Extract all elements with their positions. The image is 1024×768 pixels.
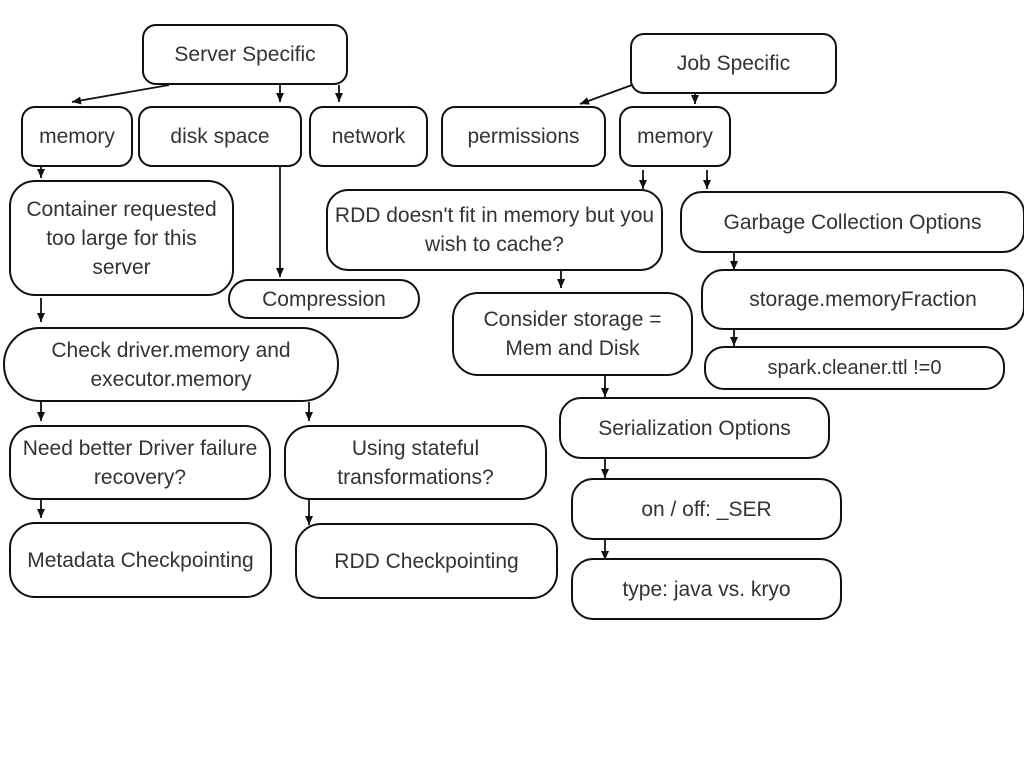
node-memory-job: memory	[619, 106, 731, 167]
connector-arrow-job-specific-to-permissions	[579, 84, 633, 105]
node-metadata-checkpointing: Metadata Checkpointing	[9, 522, 272, 598]
node-label: Consider storage = Mem and Disk	[483, 308, 662, 360]
node-label: spark.cleaner.ttl !=0	[767, 356, 942, 379]
node-network: network	[309, 106, 428, 167]
connector-arrow-server-specific-to-memory-server	[71, 84, 170, 105]
node-job-specific: Job Specific	[630, 33, 837, 94]
node-rdd-checkpointing: RDD Checkpointing	[295, 523, 558, 599]
node-label: Garbage Collection Options	[723, 210, 982, 234]
node-label: Check driver.memory and executor.memory	[51, 338, 291, 391]
node-label: disk space	[170, 125, 270, 148]
node-rdd-doesnt-fit: RDD doesn't fit in memory but you wish t…	[326, 189, 663, 271]
node-label: RDD Checkpointing	[334, 549, 519, 573]
node-type-java-kryo: type: java vs. kryo	[571, 558, 842, 620]
node-label: type: java vs. kryo	[622, 577, 791, 601]
node-label: Using stateful transformations?	[337, 436, 494, 489]
node-label: memory	[39, 125, 115, 148]
node-container-too-large: Container requested too large for this s…	[9, 180, 234, 296]
node-label: permissions	[467, 125, 580, 148]
node-spark-cleaner-ttl: spark.cleaner.ttl !=0	[704, 346, 1005, 390]
node-label: RDD doesn't fit in memory but you wish t…	[334, 204, 655, 256]
node-disk-space: disk space	[138, 106, 302, 167]
node-label: Container requested too large for this s…	[26, 197, 217, 279]
node-label: Job Specific	[676, 52, 791, 75]
node-label: Serialization Options	[598, 416, 791, 440]
node-compression: Compression	[228, 279, 420, 319]
node-need-better-driver-recovery: Need better Driver failure recovery?	[9, 425, 271, 500]
edge-layer	[37, 84, 738, 560]
node-consider-storage: Consider storage = Mem and Disk	[452, 292, 693, 376]
node-check-driver-executor-memory: Check driver.memory and executor.memory	[3, 327, 339, 402]
node-serialization-options: Serialization Options	[559, 397, 830, 459]
node-storage-memory-fraction: storage.memoryFraction	[701, 269, 1024, 330]
node-label: Metadata Checkpointing	[27, 548, 254, 572]
node-memory-server: memory	[21, 106, 133, 167]
node-label: storage.memoryFraction	[749, 288, 977, 311]
node-label: Need better Driver failure recovery?	[22, 436, 258, 489]
node-label: network	[331, 125, 406, 148]
node-label: Compression	[262, 287, 386, 311]
node-garbage-collection-options: Garbage Collection Options	[680, 191, 1024, 253]
node-label: on / off: _SER	[641, 497, 772, 521]
node-permissions: permissions	[441, 106, 606, 167]
node-server-specific: Server Specific	[142, 24, 348, 85]
node-on-off-ser: on / off: _SER	[571, 478, 842, 540]
node-using-stateful-transformations: Using stateful transformations?	[284, 425, 547, 500]
node-label: memory	[637, 125, 713, 148]
node-label: Server Specific	[174, 43, 316, 66]
